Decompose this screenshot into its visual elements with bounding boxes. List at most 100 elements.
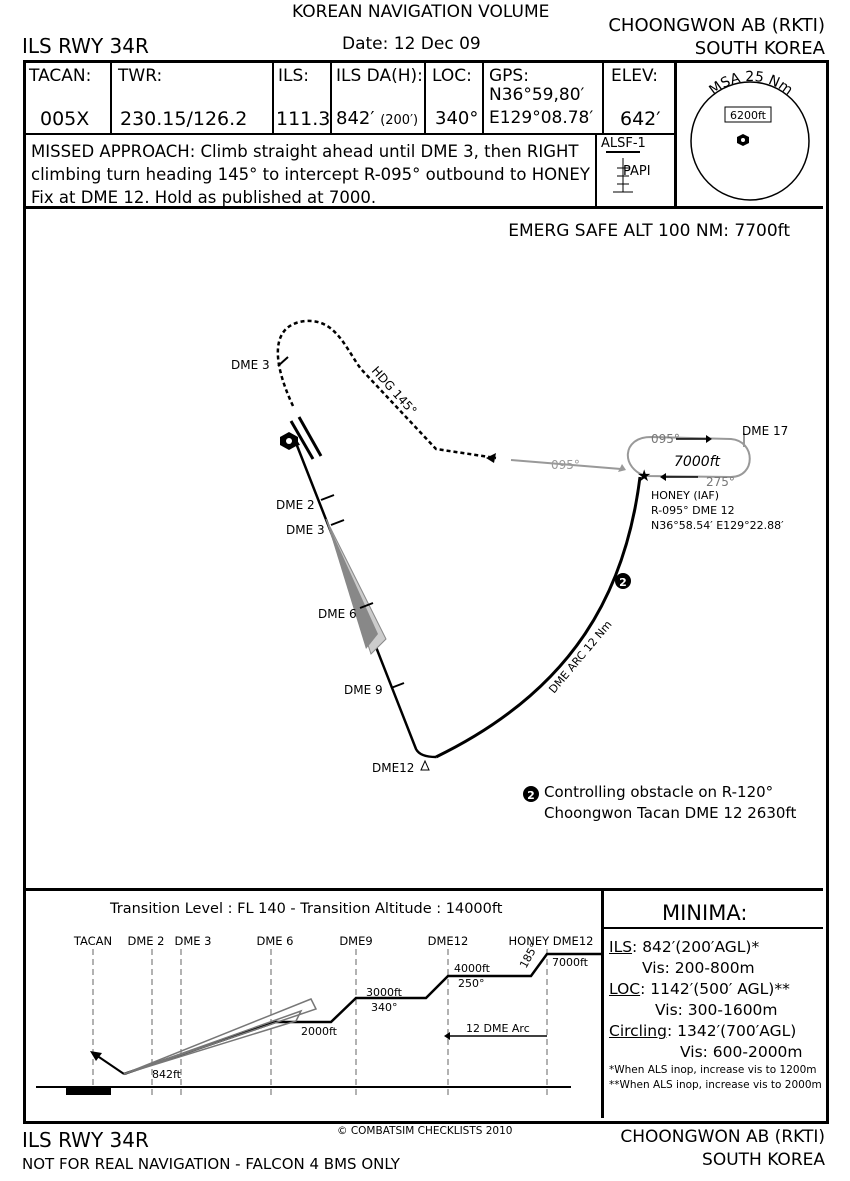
ils-da-label: ILS DA(H): <box>336 66 423 86</box>
alt-842: 842ft <box>152 1068 182 1081</box>
tacan-cell: TACAN: 005X <box>26 63 112 133</box>
fix-label: DME 6 <box>256 934 293 948</box>
minima-ils-vis: Vis: 200-800m <box>642 959 755 977</box>
svg-text:2: 2 <box>619 576 627 589</box>
holding-pattern <box>626 435 751 479</box>
hdg-250: 250° <box>458 977 485 990</box>
minima-ils: ILS: 842′(200′AGL)* <box>609 938 760 956</box>
dme-arc <box>435 476 642 759</box>
minima-table: ILS: 842′(200′AGL)* Vis: 200-800m LOC: 1… <box>609 937 803 1063</box>
footer-country: SOUTH KOREA <box>702 1150 825 1170</box>
alt-3000: 3000ft <box>366 986 403 999</box>
dme12-label: DME12 <box>372 761 414 775</box>
dme3-missed-label: DME 3 <box>231 358 270 372</box>
alt-2000: 2000ft <box>301 1025 338 1038</box>
loc-value: 340° <box>435 108 479 129</box>
info-row: TACAN: 005X TWR: 230.15/126.2 ILS: 111.3… <box>26 63 674 135</box>
honey-radial: R-095° DME 12 <box>651 504 735 517</box>
svg-text:MSA 25 Nm: MSA 25 Nm <box>706 69 795 99</box>
emerg-safe-alt: EMERG SAFE ALT 100 NM: 7700ft <box>508 221 790 241</box>
honey-coords: N36°58.54′ E129°22.88′ <box>651 519 784 532</box>
header-divider <box>26 206 823 209</box>
gps-cell: GPS: N36°59,80′ E129°08.78′ <box>484 63 604 133</box>
elev-label: ELEV: <box>611 66 658 86</box>
obstacle-note-2: Choongwon Tacan DME 12 2630ft <box>544 804 797 822</box>
msa-altitude: 6200ft <box>730 109 767 122</box>
dme3-label: DME 3 <box>286 523 325 537</box>
footer-copyright: © COMBATSIM CHECKLISTS 2010 <box>337 1125 513 1137</box>
alsf-divider <box>595 135 597 207</box>
twr-cell: TWR: 230.15/126.2 <box>112 63 274 133</box>
ils-cell: ILS: 111.3 <box>274 63 332 133</box>
approach-profile <box>123 952 601 1076</box>
msa-diagram: MSA 25 Nm 6200ft <box>690 69 810 201</box>
missed-approach-line: climbing turn heading 145° to intercept … <box>31 165 590 184</box>
minima-loc-vis: Vis: 300-1600m <box>655 1001 778 1019</box>
gps-lon: E129°08.78′ <box>489 108 594 128</box>
procedure-title: ILS RWY 34R <box>22 34 149 58</box>
hold-outbound-label: 275° <box>706 475 735 489</box>
ils-value: 111.3 <box>276 108 331 130</box>
elev-cell: ELEV: 642′ <box>604 63 674 133</box>
minima-title: MINIMA: <box>662 901 748 925</box>
dme17-label: DME 17 <box>742 424 788 438</box>
tacan-station-icon <box>280 432 298 450</box>
fix-label: DME12 <box>428 934 469 948</box>
msa-label: MSA 25 Nm <box>706 69 795 99</box>
tacan-icon <box>737 134 749 146</box>
minima-divider <box>601 891 604 1118</box>
footer-airfield: CHOONGWON AB (RKTI) <box>620 1127 825 1147</box>
ils-da-cell: ILS DA(H): 842′ (200′) <box>332 63 426 133</box>
ils-label: ILS: <box>278 66 310 86</box>
airfield-name: CHOONGWON AB (RKTI) <box>608 15 825 36</box>
twr-value: 230.15/126.2 <box>120 108 248 130</box>
papi-label: PAPI <box>623 164 651 179</box>
chart-date: Date: 12 Dec 09 <box>342 34 481 54</box>
obstacle-note-1: Controlling obstacle on R-120° <box>544 783 774 801</box>
honey-label: HONEY (IAF) <box>651 489 719 502</box>
minima-circling: Circling: 1342′(700′AGL) <box>609 1022 797 1040</box>
minima-header: MINIMA: <box>604 891 823 929</box>
footer-procedure: ILS RWY 34R <box>22 1128 149 1152</box>
profile-view: TACAN DME 2 DME 3 DME 6 DME9 DME12 HONEY… <box>36 934 601 1096</box>
tacan-label: TACAN: <box>29 66 92 86</box>
fix-label: DME 2 <box>127 934 164 948</box>
dme12-triangle-icon <box>420 759 430 771</box>
arc-profile-label: 12 DME Arc <box>466 1022 530 1035</box>
alt-4000: 4000ft <box>454 962 491 975</box>
missed-arrow-icon <box>486 453 496 463</box>
footer-disclaimer: NOT FOR REAL NAVIGATION - FALCON 4 BMS O… <box>22 1155 400 1173</box>
r095-line <box>510 459 622 470</box>
minima-note-1: *When ALS inop, increase vis to 1200m <box>609 1064 817 1076</box>
loc-cell: LOC: 340° <box>426 63 484 133</box>
profile-divider <box>26 888 823 891</box>
country-name: SOUTH KOREA <box>694 38 825 59</box>
transition-info: Transition Level : FL 140 - Transition A… <box>110 901 503 917</box>
plan-view: DME 3 HDG 145° 095° 095° 275° 7000ft DME… <box>231 319 788 802</box>
alt-7000: 7000ft <box>552 956 589 969</box>
msa-divider <box>674 63 677 207</box>
dme2-label: DME 2 <box>276 498 315 512</box>
missed-approach-line: MISSED APPROACH: Climb straight ahead un… <box>31 142 579 161</box>
missed-approach: MISSED APPROACH: Climb straight ahead un… <box>31 140 590 209</box>
loc-label: LOC: <box>432 66 472 86</box>
missed-approach-line: Fix at DME 12. Hold as published at 7000… <box>31 188 377 207</box>
obstacle-marker-icon <box>615 573 631 589</box>
minima-loc: LOC: 1142′(500′ AGL)** <box>609 980 790 998</box>
chart-frame <box>23 60 829 1124</box>
volume-title: KOREAN NAVIGATION VOLUME <box>292 2 550 22</box>
papi-icon <box>606 151 640 193</box>
hdg-340: 340° <box>371 1001 398 1014</box>
hold-inbound-label: 095° <box>651 432 680 446</box>
gps-label: GPS: <box>489 66 529 86</box>
minima-circling-vis: Vis: 600-2000m <box>680 1043 803 1061</box>
tacan-value: 005X <box>40 108 90 130</box>
fix-label: TACAN <box>73 934 112 948</box>
twr-label: TWR: <box>118 66 163 86</box>
alsf-label: ALSF-1 <box>601 136 646 151</box>
gps-lat: N36°59,80′ <box>489 85 585 105</box>
hold-altitude: 7000ft <box>674 454 721 470</box>
fix-label: DME9 <box>339 934 372 948</box>
svg-text:2: 2 <box>527 789 535 802</box>
final-approach-course <box>294 442 437 759</box>
